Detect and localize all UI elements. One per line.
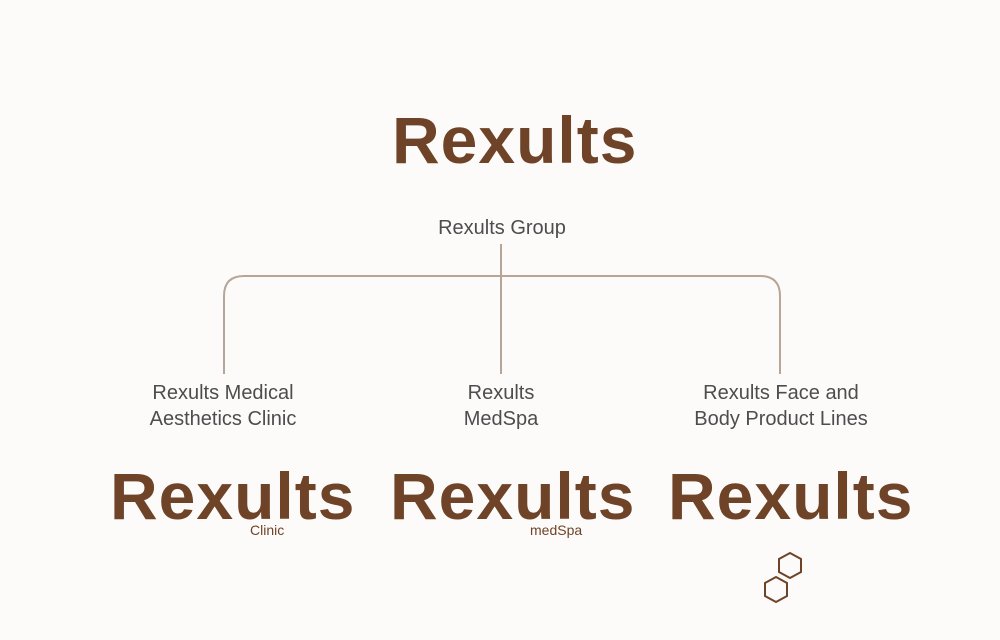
branch-label-medspa-line2: MedSpa — [463, 408, 539, 430]
medspa-logo-sub: medSpa — [530, 522, 583, 538]
branch-label-clinic-line1: Rexults Medical — [152, 382, 294, 404]
medspa-logo: Rexults — [390, 459, 636, 533]
clinic-logo-sub: Clinic — [250, 522, 285, 538]
group-label: Rexults Group — [438, 217, 566, 239]
branch-label-products-line1: Rexults Face and — [703, 382, 859, 404]
rexults-group-logo: Rexults — [392, 103, 638, 177]
branch-label-products-line2: Body Product Lines — [694, 408, 868, 430]
branch-label-medspa: Rexults MedSpa — [386, 380, 616, 432]
clinic-logo: Rexults — [110, 459, 356, 533]
branch-label-clinic: Rexults Medical Aesthetics Clinic — [108, 380, 338, 432]
branch-label-products: Rexults Face and Body Product Lines — [666, 380, 896, 432]
hexagon-pair-icon — [764, 551, 802, 604]
branch-bar — [223, 275, 781, 374]
branch-label-clinic-line2: Aesthetics Clinic — [149, 408, 297, 430]
branch-label-medspa-line1: Rexults — [467, 382, 535, 404]
products-logo: Rexults — [668, 459, 914, 533]
